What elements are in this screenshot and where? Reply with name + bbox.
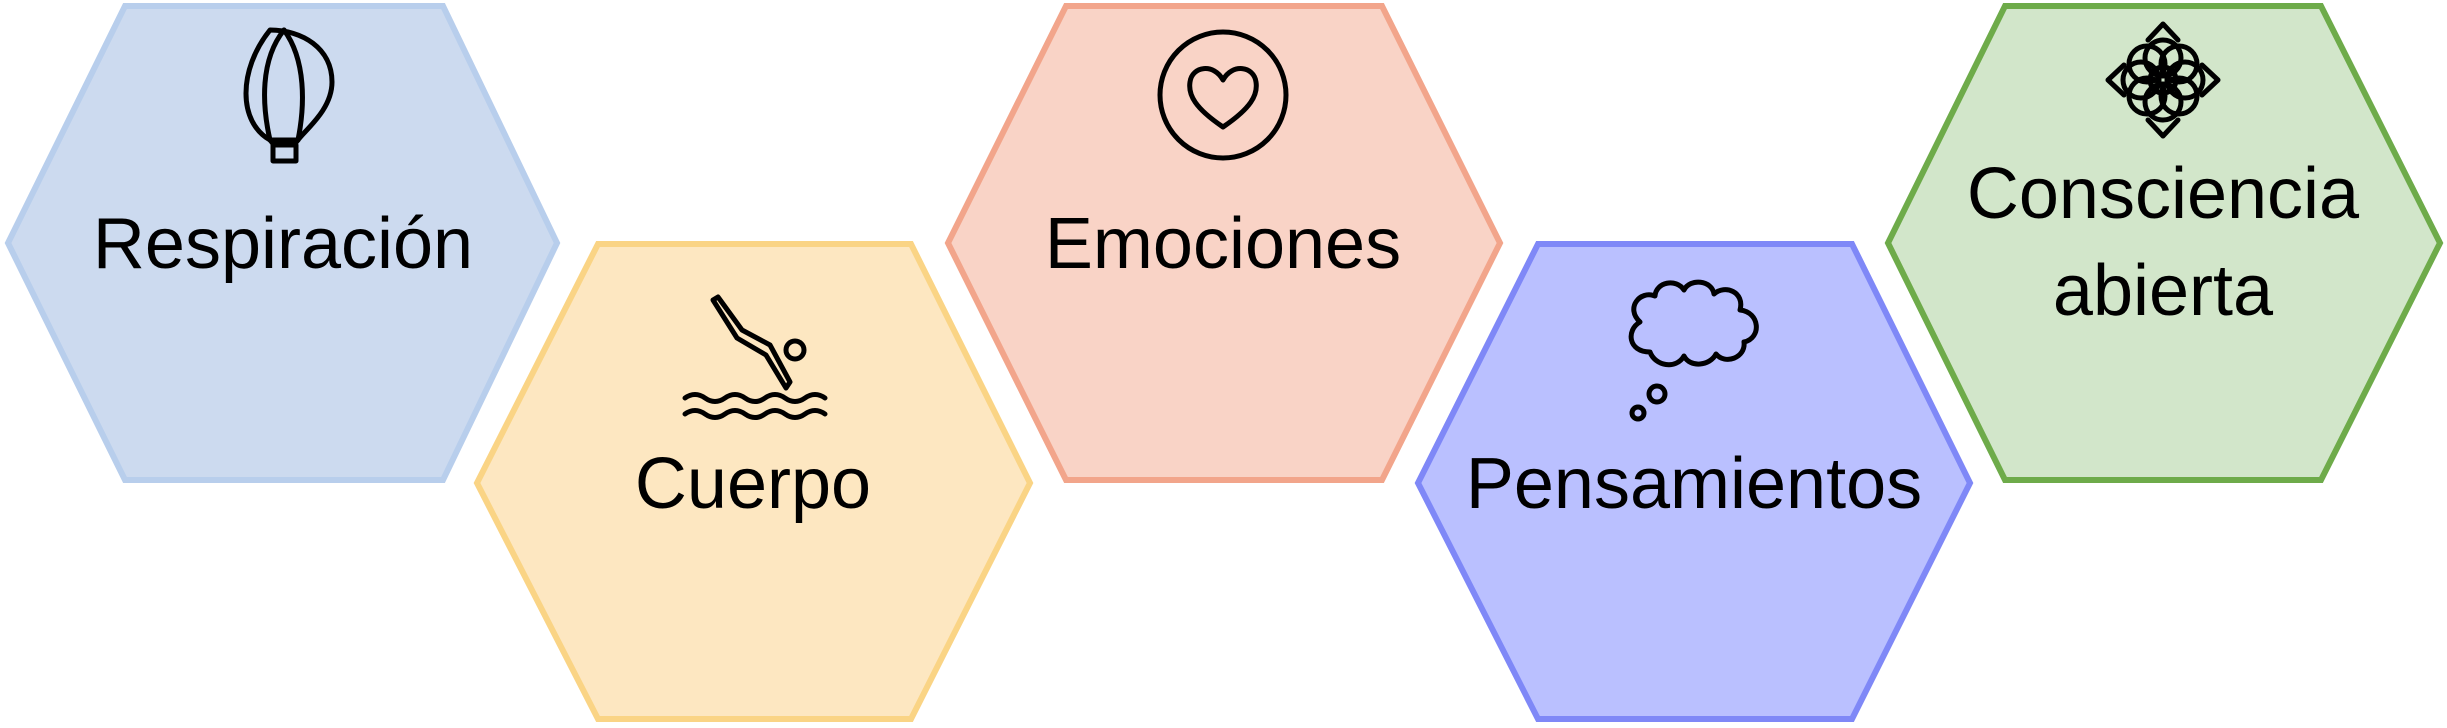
hexagon-label: Cuerpo: [635, 444, 871, 524]
hexagon-consciencia-abierta: Consciencia abierta: [1884, 3, 2444, 483]
hexagon-label: abierta: [2053, 251, 2274, 331]
hexagon-label: Respiración: [93, 204, 473, 284]
hexagon-shape: [1414, 241, 1974, 722]
hexagon-shape: [4, 2, 561, 483]
hexagon-label: Pensamientos: [1466, 444, 1922, 524]
thought-bubble-icon: [1628, 279, 1759, 422]
hexagon-cuerpo: Cuerpo: [473, 241, 1034, 722]
hexagon-emociones: Emociones: [944, 3, 1504, 483]
hexagon-pensamientos: Pensamientos: [1414, 241, 1974, 722]
hexagon-shape: [473, 241, 1034, 722]
heart-icon: [1157, 29, 1289, 161]
hexagon-shape: [944, 3, 1504, 483]
hexagon-label: Emociones: [1045, 204, 1401, 284]
hot-air-balloon-icon: [243, 27, 335, 164]
hexagon-label: Consciencia: [1967, 154, 2360, 234]
hexagon-shape: [1884, 3, 2444, 483]
lotus-flower-icon: [2105, 21, 2221, 139]
diver-icon: [682, 294, 828, 420]
hexagon-respiracion: Respiración: [4, 2, 561, 483]
